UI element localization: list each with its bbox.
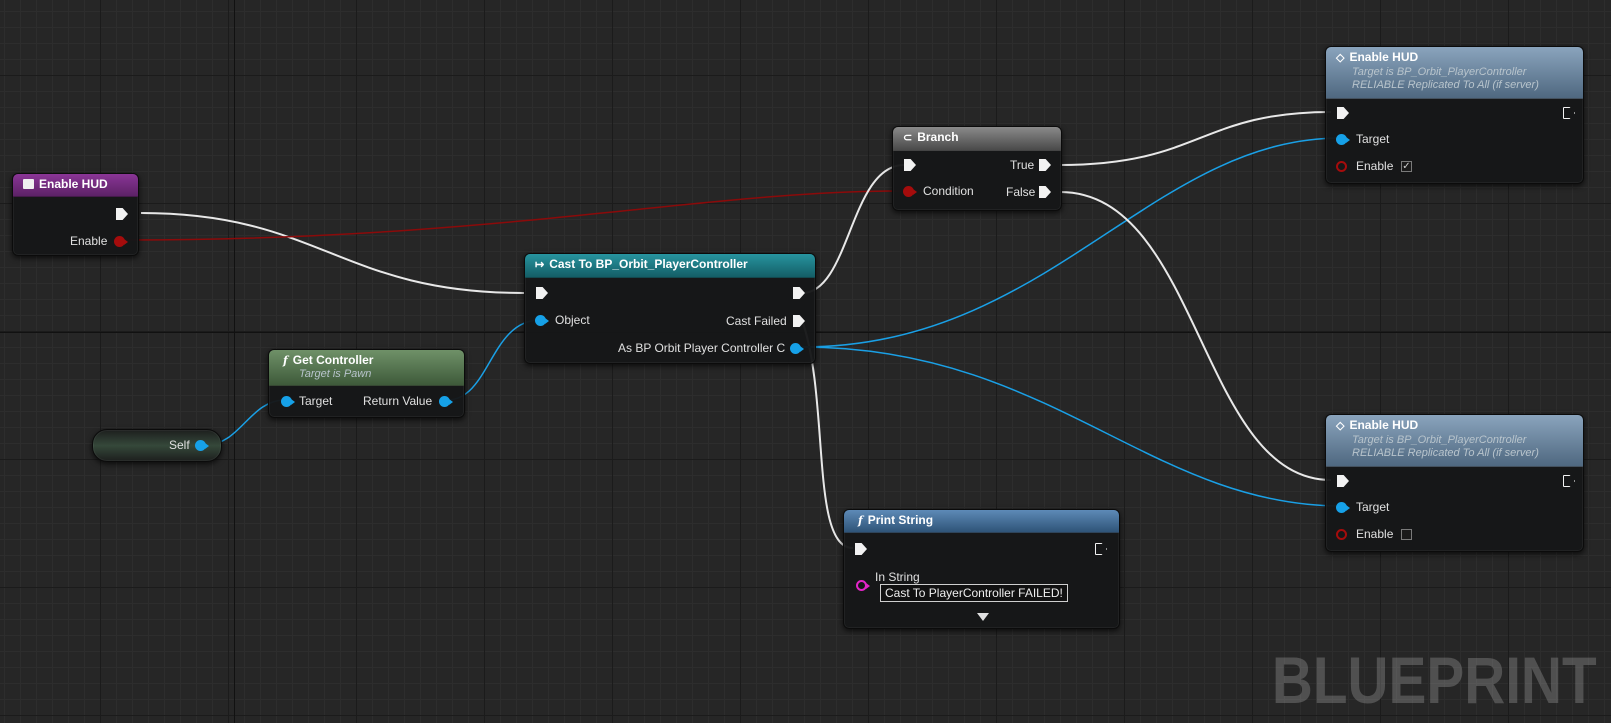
exec-output-pin[interactable] (116, 208, 128, 220)
wire-false-to-enable-hud[interactable] (1059, 191, 1332, 481)
node-title: Print String (867, 513, 934, 527)
target-pin-arrow (291, 399, 295, 405)
object-pin-label: Object (555, 313, 590, 327)
exec-output-pin[interactable] (1563, 107, 1575, 119)
as-pin-arrow (800, 346, 804, 352)
target-input-pin[interactable] (1336, 134, 1347, 145)
rpc-icon: ◇ (1336, 420, 1345, 432)
self-label: Self (169, 438, 190, 452)
node-subtitle-target: Target is BP_Orbit_PlayerController (1352, 66, 1527, 78)
wire-as-to-target-true[interactable] (801, 137, 1342, 348)
node-header[interactable]: ◇ Enable HUD Target is BP_Orbit_PlayerCon… (1326, 415, 1583, 467)
wire-enable-to-condition[interactable] (124, 190, 903, 241)
exec-input-pin[interactable] (904, 159, 916, 171)
cast-failed-output-pin[interactable] (793, 315, 805, 327)
exec-input-pin[interactable] (1337, 107, 1349, 119)
enable-pin-label: Enable (70, 234, 108, 248)
enable-pin-arrow (124, 239, 128, 245)
false-output-pin[interactable] (1039, 186, 1051, 198)
cast-icon: ↦ (535, 259, 545, 271)
return-value-label: Return Value (363, 394, 433, 408)
enable-input-pin[interactable] (1336, 161, 1347, 172)
function-icon: f (283, 354, 288, 367)
node-header[interactable]: Enable HUD (13, 174, 138, 197)
as-controller-label: As BP Orbit Player Controller C (618, 341, 786, 355)
false-label: False (1006, 185, 1036, 199)
node-title: Enable HUD (39, 177, 108, 191)
object-input-pin[interactable] (535, 315, 546, 326)
node-header[interactable]: ◇ Enable HUD Target is BP_Orbit_PlayerCon… (1326, 47, 1583, 99)
rpc-icon: ◇ (1336, 52, 1345, 64)
exec-output-pin[interactable] (793, 287, 805, 299)
object-pin-arrow (545, 318, 549, 324)
target-pin-label: Target (1356, 500, 1390, 514)
exec-output-pin[interactable] (1563, 475, 1575, 487)
event-enable-hud-node[interactable]: Enable HUD Enable (12, 173, 139, 256)
wire-cast-exec-to-branch[interactable] (801, 164, 905, 294)
enable-output-pin[interactable] (114, 236, 125, 247)
exec-input-pin[interactable] (536, 287, 548, 299)
target-pin-arrow (1346, 505, 1350, 511)
cast-to-node[interactable]: ↦ Cast To BP_Orbit_PlayerController Objec… (524, 253, 816, 364)
event-icon (23, 179, 34, 189)
wire-as-to-target-false[interactable] (801, 346, 1342, 507)
enable-hud-rpc-node-true[interactable]: ◇ Enable HUD Target is BP_Orbit_PlayerCon… (1325, 46, 1584, 184)
get-controller-node[interactable]: f Get Controller Target is Pawn Target Re… (268, 349, 465, 418)
exec-input-pin[interactable] (1337, 475, 1349, 487)
enable-hud-rpc-node-false[interactable]: ◇ Enable HUD Target is BP_Orbit_PlayerCon… (1325, 414, 1584, 552)
expand-arrow-icon[interactable] (977, 613, 989, 621)
condition-label: Condition (923, 184, 974, 198)
return-pin-arrow (449, 399, 453, 405)
true-label: True (1010, 158, 1035, 172)
function-icon: f (858, 514, 863, 527)
target-pin-label: Target (299, 394, 333, 408)
node-subtitle-replication: RELIABLE Replicated To All (if server) (1352, 447, 1539, 459)
node-subtitle-replication: RELIABLE Replicated To All (if server) (1352, 79, 1539, 91)
cast-failed-label: Cast Failed (726, 314, 787, 328)
return-value-output-pin[interactable] (439, 396, 450, 407)
print-string-node[interactable]: f Print String In String Cast To PlayerCo… (843, 509, 1120, 629)
target-pin-label: Target (1356, 132, 1390, 146)
target-input-pin[interactable] (1336, 502, 1347, 513)
node-header[interactable]: f Print String (844, 510, 1119, 533)
node-subtitle-target: Target is BP_Orbit_PlayerController (1352, 434, 1527, 446)
condition-input-pin[interactable] (903, 186, 914, 197)
self-pin-arrow (205, 443, 209, 449)
wire-true-to-enable-hud[interactable] (1059, 111, 1332, 166)
branch-node[interactable]: ⊂ Branch True Condition False (892, 126, 1062, 211)
node-header[interactable]: ↦ Cast To BP_Orbit_PlayerController (525, 254, 815, 278)
in-string-textbox[interactable]: Cast To PlayerController FAILED! (880, 584, 1068, 602)
wire-event-exec-to-cast[interactable] (140, 212, 525, 294)
enable-pin-label: Enable (1356, 159, 1394, 173)
blueprint-watermark: BLUEPRINT (1272, 643, 1597, 717)
in-string-label: In String (875, 570, 920, 584)
in-string-pin-arrow (866, 583, 870, 589)
node-title: Enable HUD (1349, 50, 1419, 64)
enable-pin-label: Enable (1356, 527, 1394, 541)
node-subtitle: Target is Pawn (299, 368, 372, 380)
graph-origin-vertical (234, 0, 235, 723)
node-header[interactable]: f Get Controller Target is Pawn (269, 350, 464, 386)
node-title: Cast To BP_Orbit_PlayerController (549, 257, 748, 271)
node-title: Enable HUD (1349, 418, 1419, 432)
condition-pin-arrow (913, 189, 917, 195)
self-output-pin[interactable] (195, 440, 206, 451)
exec-output-pin[interactable] (1095, 543, 1107, 555)
branch-icon: ⊂ (903, 132, 913, 144)
node-header[interactable]: ⊂ Branch (893, 127, 1061, 151)
target-pin-arrow (1346, 137, 1350, 143)
node-title: Branch (917, 130, 959, 144)
enable-input-pin[interactable] (1336, 529, 1347, 540)
target-input-pin[interactable] (281, 396, 292, 407)
self-node[interactable]: Self (92, 429, 222, 462)
exec-input-pin[interactable] (855, 543, 867, 555)
as-controller-output-pin[interactable] (790, 343, 801, 354)
node-title: Get Controller (292, 353, 374, 367)
enable-checkbox[interactable]: ✓ (1401, 161, 1412, 172)
enable-checkbox[interactable] (1401, 529, 1412, 540)
true-output-pin[interactable] (1039, 159, 1051, 171)
